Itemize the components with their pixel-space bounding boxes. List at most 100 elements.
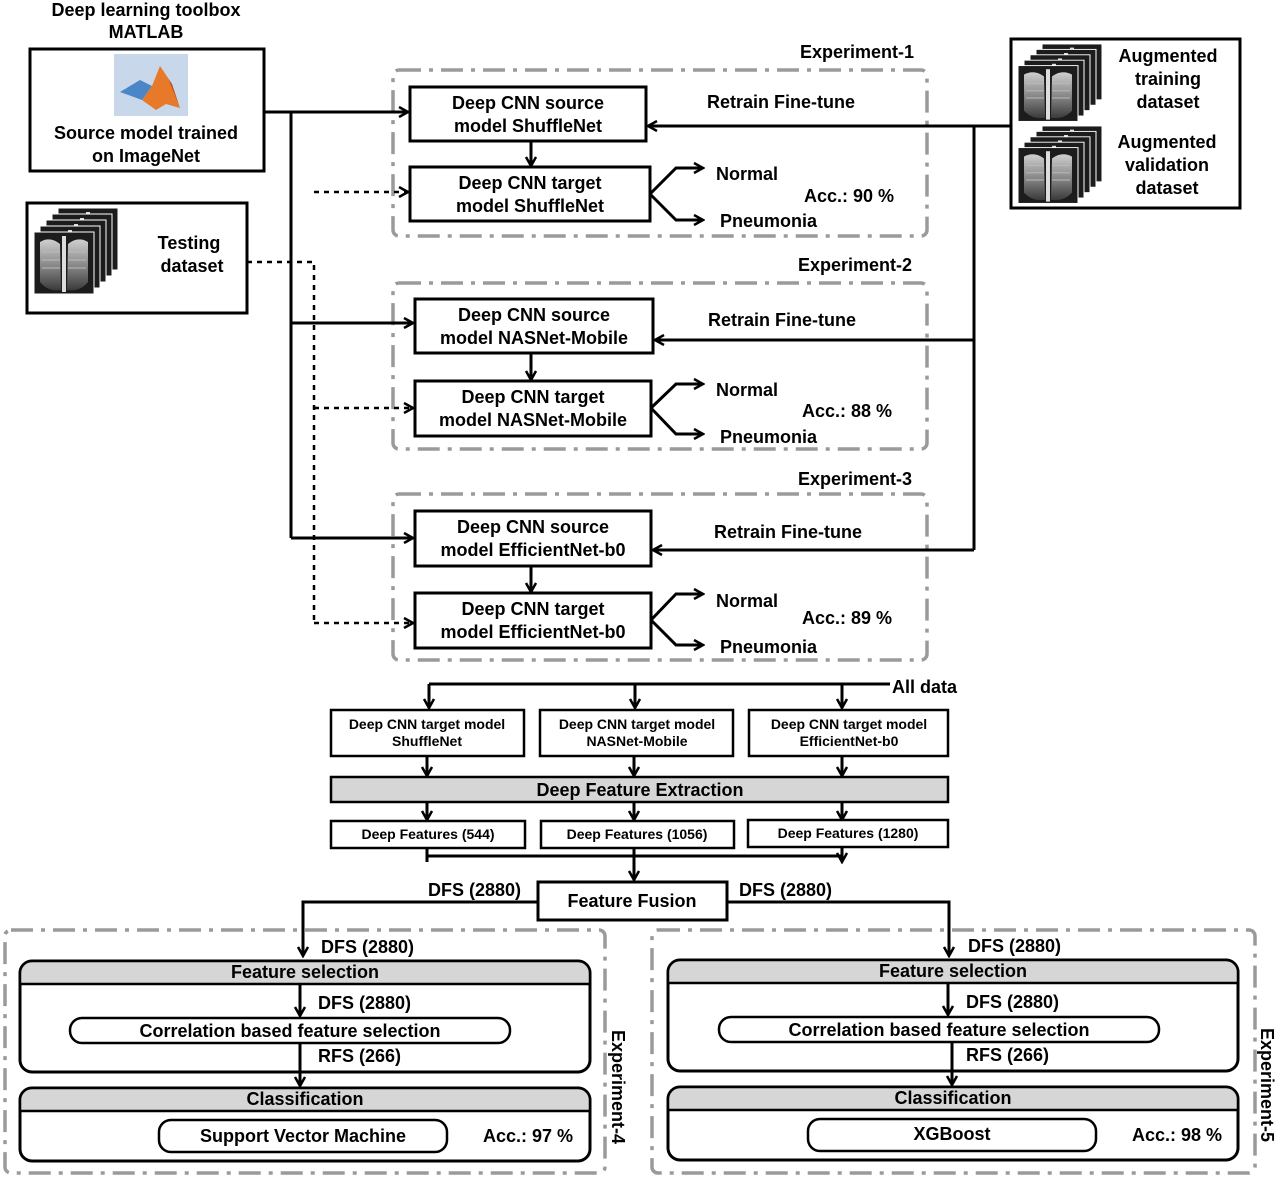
dfs-right-label: DFS (2880) [739, 880, 832, 900]
augmented-trunk-line [972, 124, 1011, 550]
exp5-cfs-label: Correlation based feature selection [788, 1020, 1089, 1040]
target-model-3-box [413, 591, 653, 650]
acc-1-label: Acc.: 90 % [804, 186, 894, 206]
all-data-label: All data [892, 677, 958, 697]
exp4-cfs-label: Correlation based feature selection [139, 1021, 440, 1041]
pneumonia-1-label: Pneumonia [720, 211, 818, 231]
source-model-line2: on ImageNet [92, 146, 200, 166]
arrow-fusion-left [303, 900, 538, 956]
exp5-classification-header [666, 1085, 1240, 1112]
pneumonia-2-label: Pneumonia [720, 427, 818, 447]
exp4-rfs-label: RFS (266) [318, 1046, 401, 1066]
experiment-4-label: Experiment-4 [608, 1030, 628, 1144]
target-model-efficientnet-box [747, 708, 950, 758]
exp5-feature-selection-header [666, 958, 1240, 985]
exp5-model-label: XGBoost [913, 1124, 990, 1144]
exp5-dfs-inner-label: DFS (2880) [966, 992, 1059, 1012]
testing-xray-stack-icon [34, 208, 118, 294]
target-model-2-box [413, 379, 653, 438]
df1-label: Deep Features (544) [361, 826, 494, 842]
exp4-svm-box [157, 1118, 449, 1154]
experiment-5-label: Experiment-5 [1257, 1028, 1277, 1142]
exp5-xgboost-box [806, 1117, 1098, 1153]
exp5-rfs-label: RFS (266) [966, 1045, 1049, 1065]
aug-val-line3: dataset [1135, 178, 1198, 198]
experiment-2-group [391, 281, 929, 451]
source-3-line2: model EfficientNet-b0 [440, 540, 625, 560]
acc-3-label: Acc.: 89 % [802, 608, 892, 628]
matlab-logo-icon [114, 54, 188, 116]
deep-features-1056-box [539, 819, 736, 850]
source-1-line1: Deep CNN source [452, 93, 604, 113]
retrain-3-label: Retrain Fine-tune [714, 522, 862, 542]
normal-2-label: Normal [716, 380, 778, 400]
toolbox-subtitle: MATLAB [109, 22, 184, 42]
source-model-1-box [408, 85, 648, 143]
exp4-classification-label: Classification [246, 1089, 363, 1109]
tm2-line1: Deep CNN target model [559, 716, 715, 732]
exp4-cfs-box [68, 1016, 512, 1045]
retrain-2-label: Retrain Fine-tune [708, 310, 856, 330]
tm1-line2: ShuffleNet [392, 733, 462, 749]
arrow-normal-3 [649, 594, 703, 622]
normal-1-label: Normal [716, 164, 778, 184]
source-3-line1: Deep CNN source [457, 517, 609, 537]
target-2-line2: model NASNet-Mobile [439, 410, 627, 430]
source-model-3-box [413, 509, 653, 568]
normal-3-label: Normal [716, 591, 778, 611]
tm3-line1: Deep CNN target model [771, 716, 927, 732]
testing-trunk-line [247, 260, 316, 623]
arrow-normal-1 [648, 168, 703, 196]
feature-fusion-label: Feature Fusion [567, 891, 696, 911]
source-2-line1: Deep CNN source [458, 305, 610, 325]
aug-train-line3: dataset [1136, 92, 1199, 112]
exp4-acc-label: Acc.: 97 % [483, 1126, 573, 1146]
experiment-3-group [391, 492, 929, 662]
testing-line1: Testing [158, 233, 221, 253]
tm2-line2: NASNet-Mobile [586, 733, 687, 749]
retrain-1-label: Retrain Fine-tune [707, 92, 855, 112]
exp4-classification-header [18, 1086, 592, 1113]
exp4-feature-selection-label: Feature selection [231, 962, 379, 982]
deep-feature-extraction-bar [329, 775, 950, 804]
testing-line2: dataset [160, 256, 223, 276]
acc-2-label: Acc.: 88 % [802, 401, 892, 421]
tm1-line1: Deep CNN target model [349, 716, 505, 732]
aug-train-line2: training [1135, 69, 1201, 89]
dfs-left-label: DFS (2880) [428, 880, 521, 900]
exp5-feature-selection-label: Feature selection [879, 961, 1027, 981]
df3-label: Deep Features (1280) [778, 825, 919, 841]
validation-xray-stack-icon [1018, 126, 1102, 203]
source-model-line1: Source model trained [54, 123, 238, 143]
training-xray-stack-icon [1018, 44, 1102, 121]
deep-features-1280-box [746, 818, 950, 849]
arrow-pneumonia-3 [649, 618, 703, 645]
source-model-2-box [413, 297, 655, 355]
exp5-cfs-box [717, 1015, 1161, 1044]
experiment-4-group [3, 928, 607, 1175]
toolbox-title: Deep learning toolbox [51, 0, 240, 20]
experiment-1-label: Experiment-1 [800, 42, 914, 62]
experiment-3-label: Experiment-3 [798, 469, 912, 489]
target-3-line1: Deep CNN target [461, 599, 604, 619]
exp4-dfs-in-label: DFS (2880) [321, 937, 414, 957]
tm3-line2: EfficientNet-b0 [800, 733, 899, 749]
exp4-model-label: Support Vector Machine [200, 1126, 406, 1146]
exp5-acc-label: Acc.: 98 % [1132, 1125, 1222, 1145]
features-merge-ticks [425, 856, 842, 862]
arrow-normal-2 [649, 384, 703, 410]
deep-features-544-box [329, 819, 527, 850]
deep-feature-extraction-label: Deep Feature Extraction [536, 780, 743, 800]
exp5-classification-label: Classification [894, 1088, 1011, 1108]
target-1-line1: Deep CNN target [458, 173, 601, 193]
target-2-line1: Deep CNN target [461, 387, 604, 407]
df2-label: Deep Features (1056) [567, 826, 708, 842]
aug-train-line1: Augmented [1119, 46, 1218, 66]
experiment-1-group [391, 68, 929, 238]
arrow-pneumonia-2 [649, 406, 703, 434]
aug-val-line1: Augmented [1118, 132, 1217, 152]
target-model-nasnet-box [538, 708, 735, 758]
arrow-pneumonia-1 [648, 192, 703, 220]
target-model-1-box [408, 165, 652, 223]
